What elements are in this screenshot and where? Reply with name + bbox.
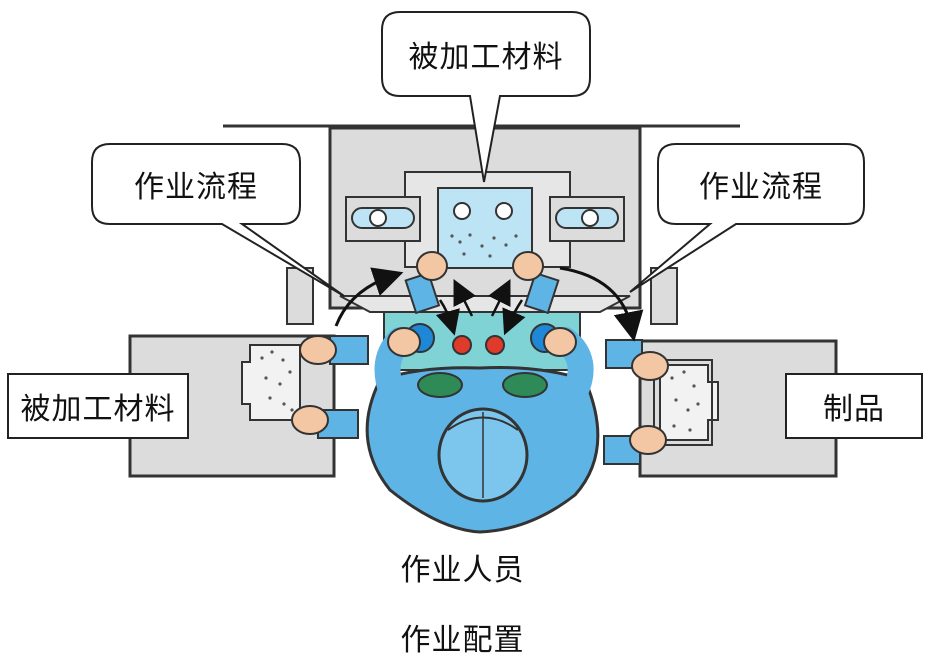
label-left-material: 被加工材料 (20, 392, 176, 427)
machine-base (339, 295, 631, 313)
left-workpiece (241, 344, 301, 421)
flow-arrow-in (334, 267, 404, 327)
label-product: 制品 (823, 392, 885, 427)
right-hands (603, 339, 669, 465)
action-arrow-3 (488, 279, 511, 317)
callout-flow-left (91, 143, 345, 297)
start-button-left (452, 335, 472, 355)
action-arrow-1 (435, 299, 460, 336)
callout-flow-right (629, 143, 865, 293)
action-arrow-2 (453, 279, 476, 317)
operator-figure (365, 251, 600, 534)
action-arrow-4 (502, 299, 526, 336)
label-flow-left: 作业流程 (134, 170, 258, 205)
label-top-material: 被加工材料 (408, 40, 564, 75)
label-flow-right: 作业流程 (699, 170, 823, 205)
workpiece-in-press (437, 187, 533, 269)
left-hands (291, 335, 369, 439)
left-material-box (7, 373, 189, 439)
machine-post-left (286, 267, 314, 325)
clamp-right (549, 196, 625, 242)
clamp-left (345, 196, 421, 242)
diagram-caption: 作业配置 (400, 623, 525, 658)
start-button-right (485, 335, 505, 355)
label-operator: 作业人员 (400, 553, 525, 588)
right-product (653, 359, 719, 446)
product-box (785, 373, 923, 439)
flow-arrow-out (559, 266, 644, 342)
callout-top-material (381, 11, 591, 183)
